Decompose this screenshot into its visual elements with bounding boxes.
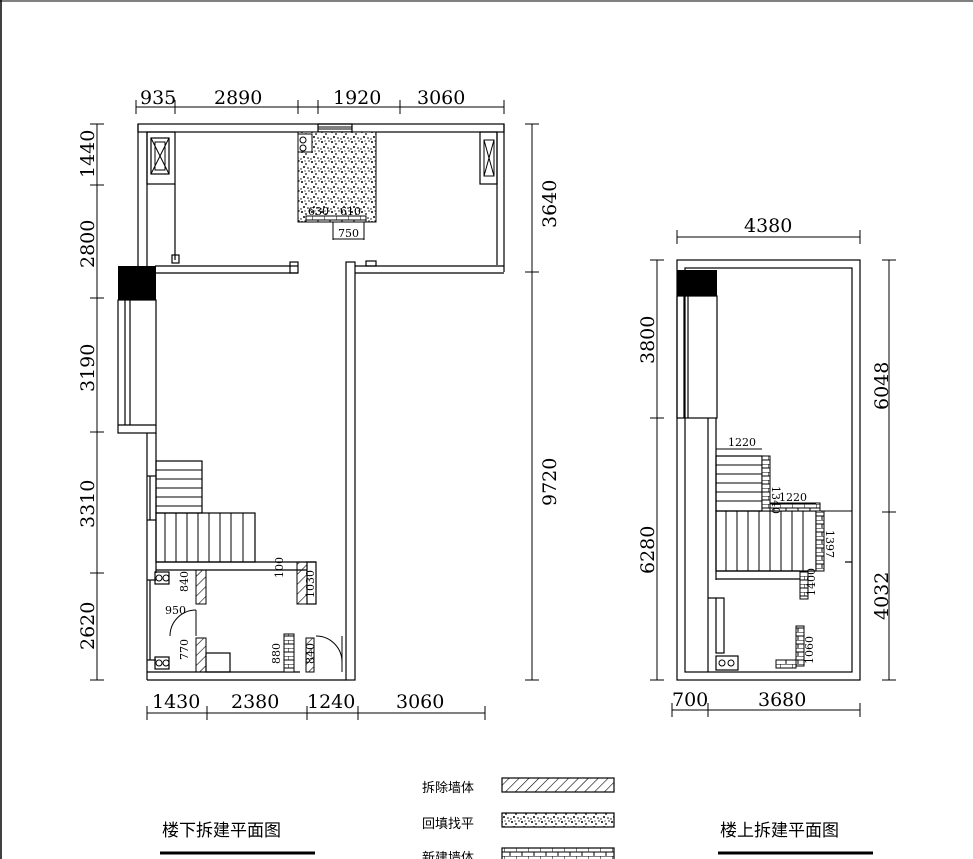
lower-bottom-dim-2: 2380: [231, 691, 279, 713]
upper-left-dimension-line: [650, 259, 664, 681]
demolish-wall-1: [195, 569, 207, 605]
lower-fixture: [205, 652, 231, 673]
legend-label-new-wall: 新建墙体: [422, 850, 474, 859]
upper-new-wall-4: [799, 570, 809, 600]
toilet-fixture: [297, 133, 313, 153]
upper-bottom-dimension-line: [671, 703, 861, 717]
lower-floor-plan: 935 2890 1920 3060 1440 2800 3190 3310 2…: [77, 87, 561, 855]
legend-label-demolish: 拆除墙体: [422, 781, 474, 796]
lower-left-dim-5: 2620: [77, 602, 99, 650]
lower-inner-dim-950: 950: [165, 604, 186, 617]
upper-new-wall-5: [795, 625, 805, 667]
lower-stairs: [155, 460, 256, 563]
lower-closet-right: [479, 131, 498, 185]
upper-right-dim-2: 4032: [871, 572, 893, 620]
lower-right-dim-2: 9720: [539, 458, 561, 506]
lower-plan-title: 楼下拆建平面图: [162, 821, 281, 841]
lower-right-dim-1: 3640: [539, 180, 561, 228]
legend-swatch-speckle: [501, 812, 615, 828]
lower-inner-dim-880: 880: [270, 643, 283, 664]
lower-top-dimension-line: [135, 100, 505, 114]
lower-door-swing-1: [169, 609, 197, 637]
upper-new-wall-2: [769, 502, 821, 512]
upper-top-dim: 4380: [744, 215, 792, 237]
legend-swatch-hatch: [501, 777, 615, 793]
legend-label-backfill: 回填找平: [422, 817, 474, 832]
lower-left-dimension-line: [90, 123, 104, 681]
lower-left-dim-1: 1440: [77, 130, 99, 178]
lower-top-window: [317, 123, 353, 133]
upper-new-wall-3: [815, 510, 825, 572]
legend-swatch-brick: [501, 847, 615, 859]
lower-inner-dim-770: 770: [178, 639, 191, 660]
upper-inner-dim-1400: 1400: [805, 568, 818, 596]
upper-floor-plan: 4380 3800 6280 6048 4032 700 3680: [637, 215, 896, 855]
lower-left-dim-3: 3190: [77, 344, 99, 392]
demolish-wall-4: [305, 637, 315, 673]
upper-top-dimension-line: [676, 230, 861, 244]
lower-top-dim-1: 935: [140, 87, 176, 109]
upper-right-dim-1: 6048: [871, 362, 893, 410]
lower-inner-dim-840b: 840: [304, 643, 317, 664]
new-wall-lower-1: [283, 633, 295, 673]
lower-top-dim-4: 3060: [417, 87, 465, 109]
upper-inner-dim-1220b: 1220: [779, 491, 807, 504]
upper-new-wall-6: [775, 659, 797, 669]
lower-left-dim-2: 2800: [77, 220, 99, 268]
lower-bottom-dimension-line: [146, 706, 486, 720]
lower-top-dim-3: 1920: [333, 87, 381, 109]
demolish-wall-3: [296, 561, 308, 605]
lower-top-dim-2: 2890: [214, 87, 262, 109]
legend: 拆除墙体 回填找平 新建墙体: [422, 777, 615, 859]
upper-inner-dim-1060: 1060: [803, 636, 816, 664]
lower-inner-dim-630: 630: [308, 205, 329, 218]
lower-door-swing-2: [315, 635, 343, 663]
upper-left-dim-2: 6280: [637, 526, 659, 574]
upper-inner-dim-1397: 1397: [823, 530, 836, 558]
upper-left-dim-1: 3800: [637, 316, 659, 364]
upper-plan-title: 楼上拆建平面图: [720, 821, 839, 841]
lower-closet-left: [150, 137, 170, 175]
new-wall-segment: [305, 215, 367, 223]
lower-right-dimension-line: [525, 123, 539, 681]
upper-walls: [676, 259, 861, 681]
upper-sink: [715, 655, 739, 671]
lower-left-dim-4: 3310: [77, 480, 99, 528]
upper-right-dimension-line: [882, 259, 896, 681]
lower-bottom-dim-1: 1430: [152, 691, 200, 713]
upper-bottom-dim-1: 700: [672, 689, 708, 711]
lower-inner-dim-840a: 840: [178, 571, 191, 592]
lower-walls: [117, 123, 505, 681]
upper-inner-dim-1220a: 1220: [728, 436, 756, 449]
lower-inner-dim-750: 750: [338, 227, 359, 240]
lower-bottom-dim-4: 3060: [396, 691, 444, 713]
demolish-wall-2: [195, 637, 207, 673]
upper-new-wall-1: [761, 455, 771, 512]
lower-inner-dim-100: 100: [273, 557, 286, 578]
upper-bottom-dim-2: 3680: [758, 689, 806, 711]
lower-inner-dim-610: 610: [340, 205, 361, 218]
lower-bottom-dim-3: 1240: [307, 691, 355, 713]
upper-inner-dim-1340: 1340: [769, 486, 782, 514]
lower-inner-dim-1030: 1030: [304, 570, 317, 598]
